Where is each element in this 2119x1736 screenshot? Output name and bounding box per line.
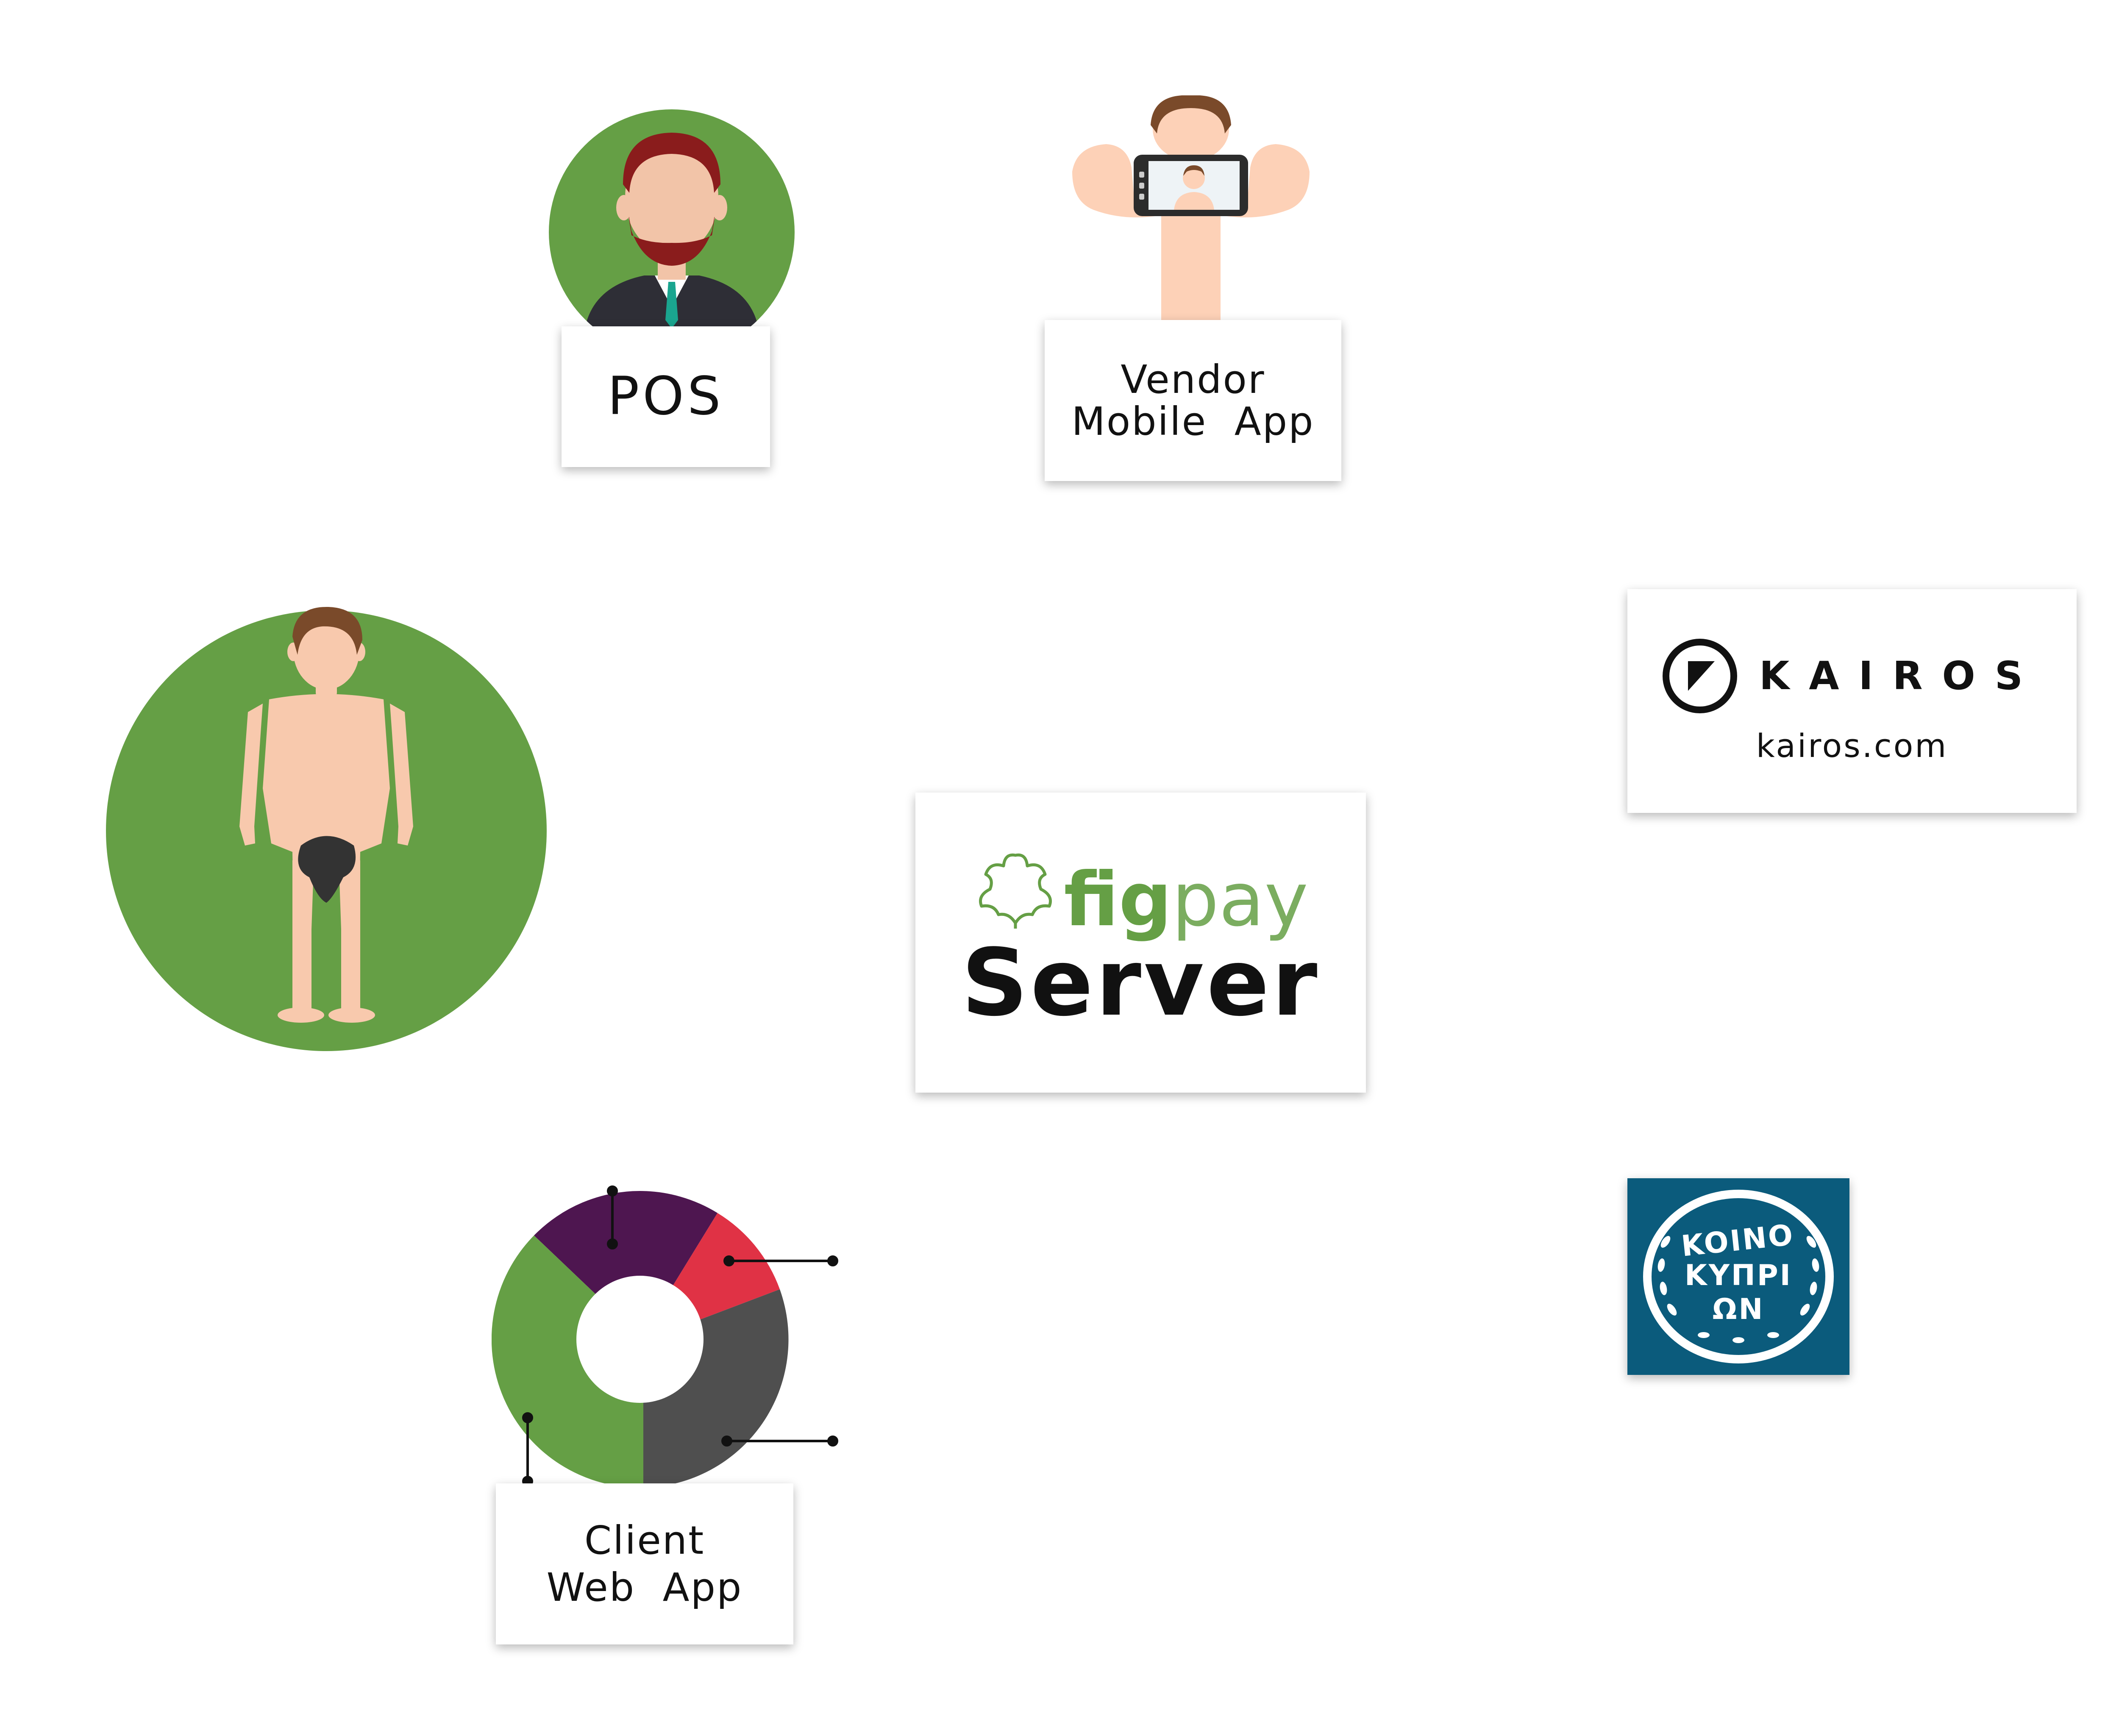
kairos-node: KAIROS kairos.com <box>1627 589 2077 813</box>
figpay-fig-text: fig <box>1064 857 1172 943</box>
kairos-url: kairos.com <box>1756 726 1948 765</box>
figpay-logo: fig pay <box>973 849 1308 943</box>
client-label-line2: Web App <box>546 1565 743 1610</box>
pos-node: POS <box>562 326 770 467</box>
koino-line3: ΩN <box>1713 1293 1765 1326</box>
person-holding-phone-icon <box>1072 95 1310 324</box>
vendor-mobile-app-node: Vendor Mobile App <box>1045 320 1341 481</box>
vendor-label-line2: Mobile App <box>1071 399 1315 444</box>
fig-leaf-icon <box>979 853 1052 929</box>
donut-chart-icon <box>492 1185 838 1488</box>
koino-line2: KYΠPI <box>1685 1259 1792 1292</box>
client-label-line1: Client <box>584 1517 705 1563</box>
figpay-server-node: fig pay Server <box>915 793 1366 1093</box>
server-label: Server <box>961 929 1320 1037</box>
figpay-pay-text: pay <box>1172 857 1308 943</box>
client-web-app-node: Client Web App <box>496 1483 793 1644</box>
kairos-brand: KAIROS <box>1662 638 2042 714</box>
kairos-name: KAIROS <box>1759 653 2043 698</box>
koino-kyprion-seal-icon: KOINO KYΠPI ΩN <box>1627 1178 1849 1375</box>
bearded-man-icon <box>549 109 795 328</box>
customer-icon <box>106 606 547 1051</box>
vendor-label-line1: Vendor <box>1121 356 1265 402</box>
pos-label: POS <box>607 366 724 427</box>
kairos-logo-icon <box>1662 638 1737 713</box>
